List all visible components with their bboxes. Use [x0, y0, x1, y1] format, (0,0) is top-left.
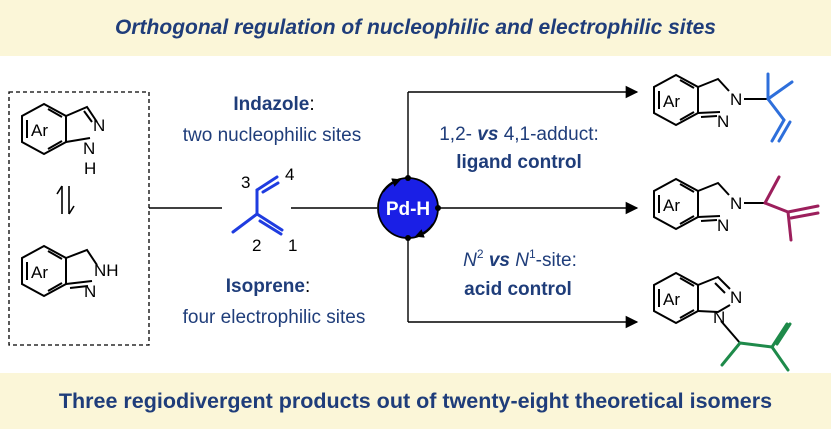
header-title: Orthogonal regulation of nucleophilic an…: [115, 16, 716, 39]
indazole-colon: :: [309, 94, 314, 115]
acid-n1: N: [515, 250, 529, 271]
product-1-n-top: N: [730, 90, 742, 109]
product-1-ring-label: Ar: [663, 92, 680, 111]
acid-line1: N2 vs N1-site:: [463, 247, 577, 271]
product-2-ring-label: Ar: [663, 196, 680, 215]
isoprene-number-3: 3: [241, 173, 250, 192]
tautomer-top-h-label: H: [84, 159, 96, 178]
pd-h-catalyst: Pd-H: [377, 175, 441, 241]
tautomer-bottom-n-label: N: [84, 282, 96, 301]
catalyst-label: Pd-H: [386, 199, 430, 220]
acid-suffix: -site:: [536, 250, 577, 271]
acid-control-label: acid control: [464, 279, 572, 300]
product-1-substituent: [766, 72, 794, 143]
product-2-n-bottom: N: [717, 216, 729, 235]
tautomer-top-nh-label: N: [83, 139, 95, 158]
product-3-substituent: [720, 322, 792, 372]
ligand-line1: 1,2- vs 4,1-adduct:: [439, 124, 599, 145]
tautomer-box: [8, 91, 150, 346]
ligand-line1-b: 4,1-adduct:: [504, 124, 599, 145]
indazole-2h-structure: [21, 244, 98, 298]
indazole-1h-structure: [21, 102, 98, 156]
isoprene-structure: [231, 175, 284, 236]
product-2-substituent: [763, 175, 820, 242]
isoprene-title: Isoprene: [226, 276, 305, 297]
branch-lines: [407, 85, 639, 329]
product-2-n-top: N: [730, 194, 742, 213]
product-3-n-bottom: N: [713, 308, 725, 327]
footer-title: Three regiodivergent products out of twe…: [58, 388, 773, 413]
product-3-structure: Ar N N: [653, 271, 792, 372]
product-1-n-bottom: N: [717, 112, 729, 131]
isoprene-number-2: 2: [252, 236, 261, 255]
acid-vs: vs: [489, 250, 510, 271]
tautomer-bottom-nh-label: NH: [94, 261, 119, 280]
isoprene-label: Isoprene:: [226, 276, 310, 297]
product-1-structure: Ar N N: [653, 72, 794, 143]
tautomer-top-ring-label: Ar: [31, 121, 48, 140]
acid-n2: N: [463, 250, 477, 271]
ligand-control-label: ligand control: [456, 152, 582, 173]
footer-banner: Three regiodivergent products out of twe…: [0, 373, 831, 429]
equilibrium-arrows: [56, 185, 75, 215]
indazole-title: Indazole: [233, 94, 309, 115]
isoprene-number-1: 1: [288, 236, 297, 255]
product-3-n-top: N: [730, 288, 742, 307]
ligand-vs: vs: [477, 124, 498, 145]
acid-n2-sup: 2: [477, 247, 484, 261]
tautomer-top-n-label: N: [93, 116, 105, 135]
tautomer-bottom-ring-label: Ar: [31, 263, 48, 282]
ligand-line1-a: 1,2-: [439, 124, 472, 145]
isoprene-desc: four electrophilic sites: [183, 307, 366, 328]
indazole-desc: two nucleophilic sites: [183, 125, 361, 146]
product-3-ring-label: Ar: [663, 290, 680, 309]
isoprene-number-4: 4: [285, 165, 294, 184]
header-banner: Orthogonal regulation of nucleophilic an…: [0, 0, 831, 56]
isoprene-colon: :: [305, 276, 310, 297]
acid-n1-sup: 1: [529, 247, 536, 261]
product-2-structure: Ar N N: [653, 175, 820, 242]
indazole-label: Indazole:: [233, 94, 314, 115]
